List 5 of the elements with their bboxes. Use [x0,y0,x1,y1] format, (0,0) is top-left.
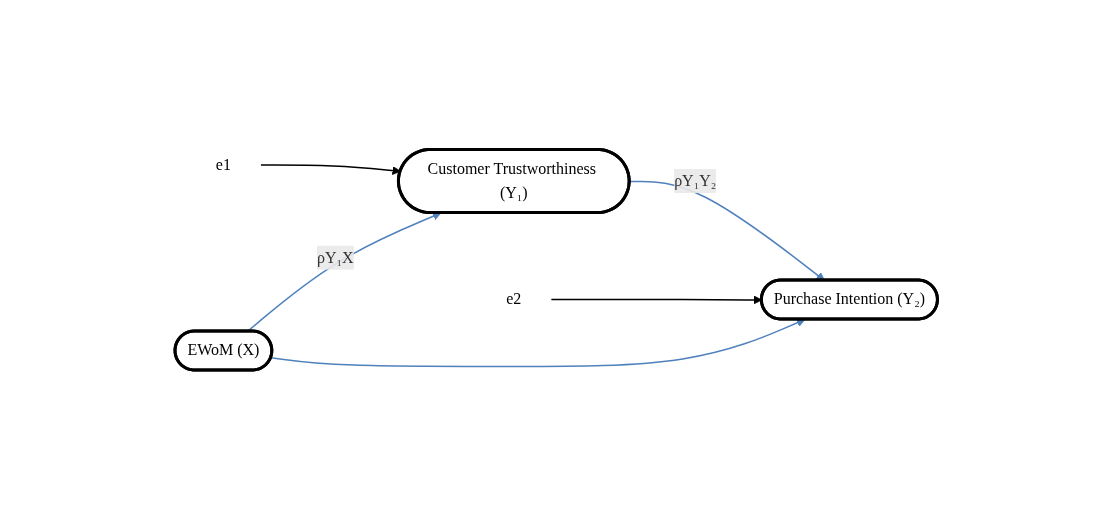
node-text: e1 [216,155,232,173]
node-text: e2 [506,289,522,307]
edge-label: ρY₁Y₂ [674,171,717,189]
edge-label: ρY₁X [317,248,354,266]
arrow [270,318,806,367]
